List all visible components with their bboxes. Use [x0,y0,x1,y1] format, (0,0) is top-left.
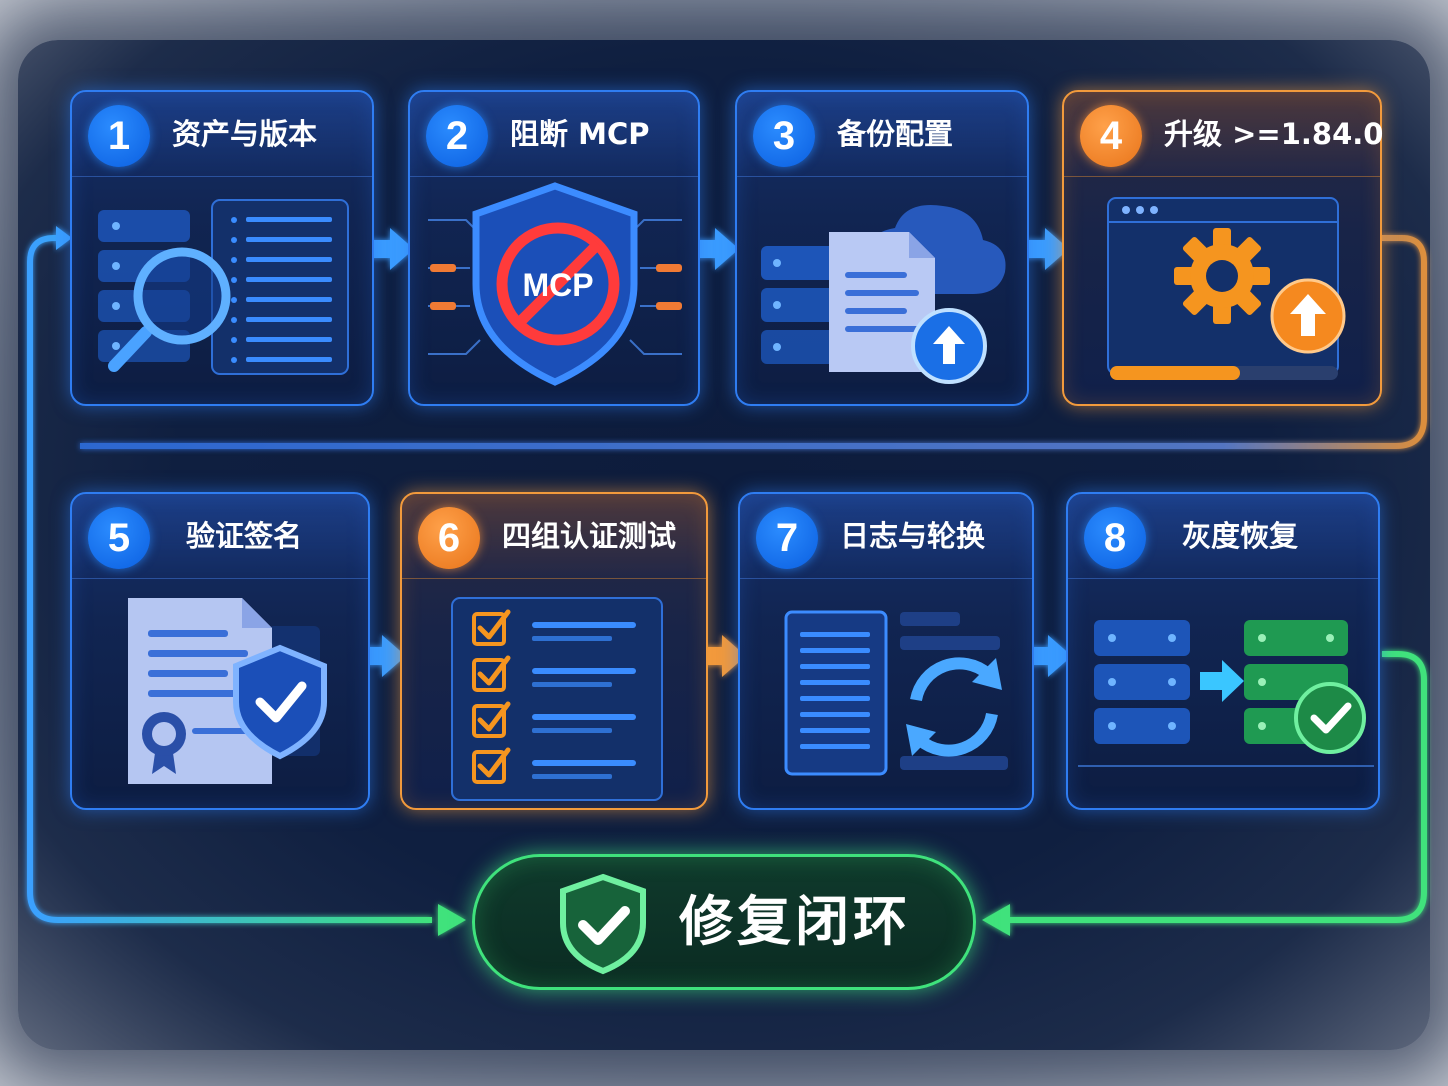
step-title: 四组认证测试 [502,519,677,553]
loop-line-left [27,235,432,923]
step-title: 日志与轮换 [840,519,986,553]
closure-arrowhead-left [438,904,466,936]
auth-test-checklist-icon [451,597,663,801]
upgrade-progress-fill [1110,366,1240,380]
repair-closure-badge: 修复闭环 [472,854,976,990]
upgrade-window-icon [1107,197,1346,380]
step-header: 8 灰度恢复 [1068,494,1378,579]
step-title: 升级 >=1.84.0 [1164,117,1384,151]
step-card-5[interactable]: 5 验证签名 [70,492,370,810]
step-header: 4 升级 >=1.84.0 [1064,92,1384,177]
step-card-3[interactable]: 3 备份配置 [735,90,1029,406]
mcp-icon-text: MCP [522,267,593,303]
step-card-6[interactable]: 6 四组认证测试 [400,492,708,810]
step-card-7[interactable]: 7 日志与轮换 [738,492,1034,810]
step-number-badge: 5 [88,507,150,569]
step-card-2[interactable]: 2 阻断 MCP MCP [408,90,700,406]
step-title: 灰度恢复 [1182,519,1299,553]
step-number-badge: 2 [426,105,488,167]
step-header: 6 四组认证测试 [402,494,706,579]
step-header: 1 资产与版本 [72,92,372,177]
mcp-block-shield-icon: MCP [428,182,682,386]
step-header: 2 阻断 MCP [410,92,698,177]
step-header: 3 备份配置 [737,92,1027,177]
step-card-1[interactable]: 1 资产与版本 [70,90,374,406]
step-number-badge: 6 [418,507,480,569]
step-header: 5 验证签名 [72,494,368,579]
step-number-badge: 4 [1080,105,1142,167]
loop-line-right [1010,651,1427,923]
step-title: 资产与版本 [172,117,318,151]
step-card-8[interactable]: 8 灰度恢复 [1066,492,1380,810]
signed-document-icon [128,598,327,784]
step-number-badge: 7 [756,507,818,569]
step-number-badge: 1 [88,105,150,167]
check-shield-icon [560,873,646,975]
gray-release-recovery-icon [1078,620,1374,767]
log-rotation-icon [784,610,1008,776]
step-title: 阻断 MCP [510,117,650,151]
step-number-badge: 3 [753,105,815,167]
loop-arrowhead-left [56,226,72,250]
return-line-top [80,235,1427,449]
backup-config-icon [761,204,1006,384]
step-title: 验证签名 [186,519,303,553]
closure-arrowhead-right [982,904,1010,936]
step-title: 备份配置 [837,117,954,151]
step-header: 7 日志与轮换 [740,494,1032,579]
closure-label: 修复闭环 [679,890,911,953]
asset-inventory-icon [98,199,349,375]
step-number-badge: 8 [1084,507,1146,569]
step-card-4[interactable]: 4 升级 >=1.84.0 [1062,90,1384,406]
